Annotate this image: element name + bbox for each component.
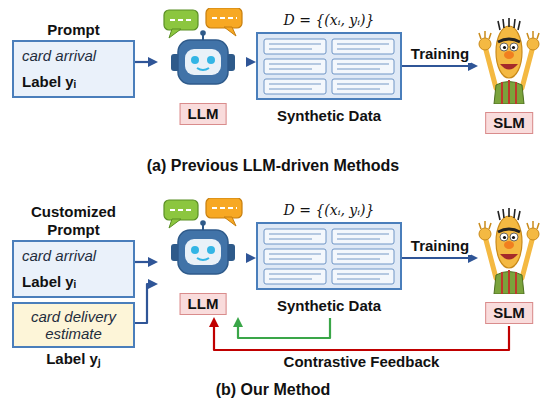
connector-line xyxy=(402,257,470,259)
arrowhead xyxy=(148,57,158,67)
flow-arrow xyxy=(246,57,256,67)
icon-instance xyxy=(479,208,539,294)
label-text: Label yᵢ xyxy=(22,73,125,91)
dataset-icon xyxy=(256,222,402,290)
synthetic-data-store: Synthetic Data xyxy=(256,222,402,318)
slm-model: SLM xyxy=(478,198,540,326)
subfigure-caption: (a) Previous LLM-driven Methods xyxy=(147,156,399,175)
icon-instance xyxy=(257,33,401,99)
llm-module: LLM xyxy=(158,198,248,317)
robot-icon xyxy=(158,8,248,90)
robot-icon xyxy=(158,198,248,280)
arrowhead xyxy=(246,253,256,263)
arrowhead xyxy=(148,257,158,267)
label-text: Label yⱼ xyxy=(14,350,133,368)
flow-arrow xyxy=(246,253,256,263)
connector-line xyxy=(135,261,150,263)
icon-instance xyxy=(164,198,242,274)
module-label: Synthetic Data xyxy=(256,107,402,125)
connector-line xyxy=(135,284,150,323)
edge-label: Training xyxy=(409,237,471,255)
icon-instance xyxy=(479,18,539,104)
arrowhead xyxy=(246,57,256,67)
connector-line xyxy=(135,61,150,63)
dataset-icon xyxy=(256,32,402,100)
flow-arrow xyxy=(135,257,158,267)
feedback-arrow xyxy=(209,317,509,350)
edge-label: Training xyxy=(409,45,471,63)
arrowhead xyxy=(209,317,219,327)
flow-arrow xyxy=(135,57,158,67)
icon-instance xyxy=(164,8,242,84)
feedback-arrow xyxy=(233,317,330,338)
module-label: SLM xyxy=(485,112,533,134)
prompt-heading: Prompt xyxy=(8,21,139,39)
icon-instance xyxy=(257,223,401,289)
edge-label: Contrastive Feedback xyxy=(282,353,442,371)
module-label: Synthetic Data xyxy=(256,297,402,315)
subfigure-caption: (b) Our Method xyxy=(216,380,331,399)
arrowhead xyxy=(233,317,243,327)
slm-model: SLM xyxy=(478,8,540,136)
dataset-formula: D = {(xᵢ, yᵢ)} xyxy=(284,201,375,219)
contrast-label-box: card delivery estimateLabel yⱼ xyxy=(12,302,135,348)
label-text: Label yᵢ xyxy=(22,273,125,291)
dataset-formula: D = {(xᵢ, yᵢ)} xyxy=(284,11,375,29)
connector-line xyxy=(402,65,470,67)
intent-text: card arrival xyxy=(22,247,125,264)
module-label: LLM xyxy=(180,293,227,315)
flow-arrow xyxy=(135,279,158,323)
intent-text: card delivery estimate xyxy=(20,308,127,342)
prompt-heading: Customized Prompt xyxy=(8,203,139,239)
bert-icon xyxy=(478,8,540,104)
connector-line xyxy=(214,325,509,350)
prompt-box: Customized Promptcard arrivalLabel yᵢ xyxy=(12,240,135,298)
prompt-box: Promptcard arrivalLabel yᵢ xyxy=(12,40,135,98)
llm-module: LLM xyxy=(158,8,248,127)
module-label: SLM xyxy=(485,302,533,324)
synthetic-data-store: Synthetic Data xyxy=(256,32,402,128)
bert-icon xyxy=(478,198,540,294)
intent-text: card arrival xyxy=(22,47,125,64)
connector-line xyxy=(238,318,330,338)
module-label: LLM xyxy=(180,103,227,125)
arrowhead xyxy=(148,279,158,289)
